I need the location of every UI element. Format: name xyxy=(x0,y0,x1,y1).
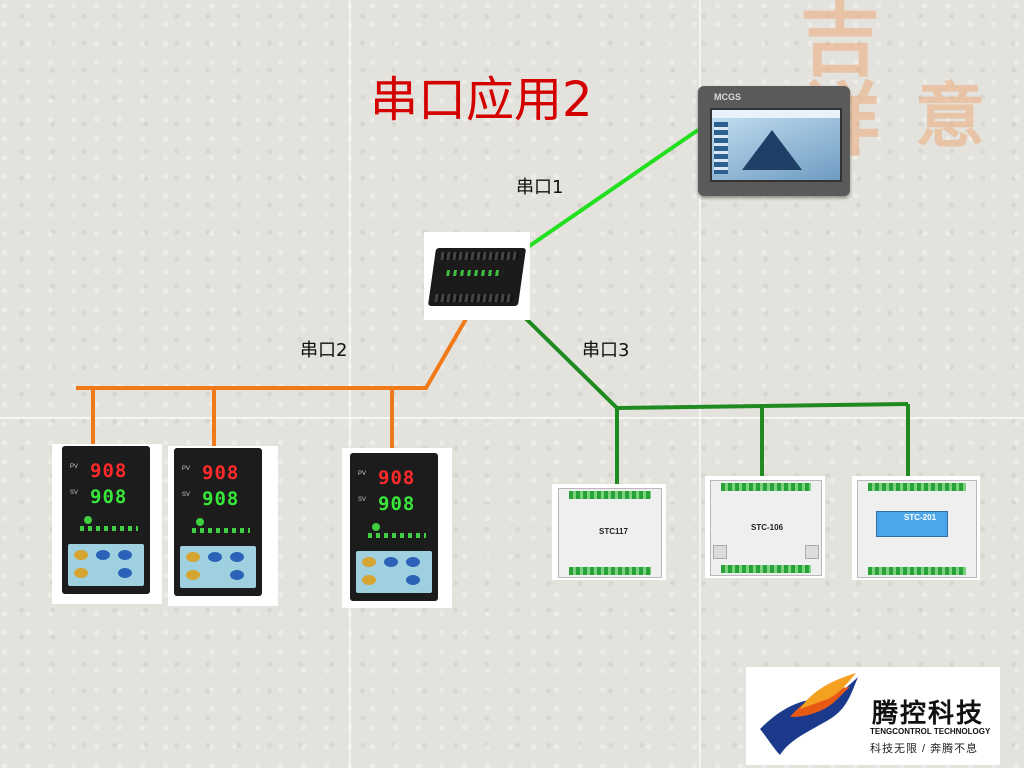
pv-display: 908 xyxy=(90,460,128,482)
port3-bus xyxy=(510,303,910,486)
sv-label: SV xyxy=(70,490,79,496)
temp-controller-3: PV 908 SV 908 xyxy=(350,453,438,601)
io-module-3: STC-201 xyxy=(857,480,977,578)
logo-english-name: TENGCONTROL TECHNOLOGY xyxy=(870,727,991,736)
pv-label: PV xyxy=(358,471,367,477)
pv-display: 908 xyxy=(202,462,240,484)
io-module-1: STC117 xyxy=(558,488,662,578)
pv-label: PV xyxy=(70,464,79,470)
watermark-decoration: 意 xyxy=(915,74,985,157)
sv-display: 908 xyxy=(202,488,240,510)
module-model: STC-201 xyxy=(904,513,937,522)
flame-dragon-icon xyxy=(760,673,858,755)
temp-controller-1: PV 908 SV 908 xyxy=(62,446,150,594)
pv-display: 908 xyxy=(378,467,416,489)
controller-button-panel xyxy=(356,551,432,593)
port2-label: 串口2 xyxy=(300,340,348,361)
logo-slogan: 科技无限 / 奔腾不息 xyxy=(870,743,979,755)
hmi-screen xyxy=(710,108,842,182)
port1-wire xyxy=(510,128,700,260)
port3-label: 串口3 xyxy=(582,340,630,361)
sv-label: SV xyxy=(182,492,191,498)
module-model: STC117 xyxy=(599,527,628,536)
page-title: 串口应用2 xyxy=(370,72,593,128)
company-logo: 腾控科技 TENGCONTROL TECHNOLOGY 科技无限 / 奔腾不息 xyxy=(746,667,1000,765)
hmi-touchscreen: MCGS xyxy=(698,86,850,196)
controller-button-panel xyxy=(68,544,144,586)
pv-label: PV xyxy=(182,466,191,472)
sv-display: 908 xyxy=(90,486,128,508)
plc-controller xyxy=(427,248,527,306)
port1-label: 串口1 xyxy=(516,177,564,198)
temp-controller-2: PV 908 SV 908 xyxy=(174,448,262,596)
sv-label: SV xyxy=(358,497,367,503)
module-model: STC-106 xyxy=(751,523,784,532)
sv-display: 908 xyxy=(378,493,416,515)
port2-bus xyxy=(76,310,472,455)
logo-company-name: 腾控科技 xyxy=(872,699,985,729)
module-relay-block xyxy=(876,511,948,537)
io-module-2: STC-106 xyxy=(710,480,822,576)
hmi-brand: MCGS xyxy=(714,92,741,102)
controller-button-panel xyxy=(180,546,256,588)
